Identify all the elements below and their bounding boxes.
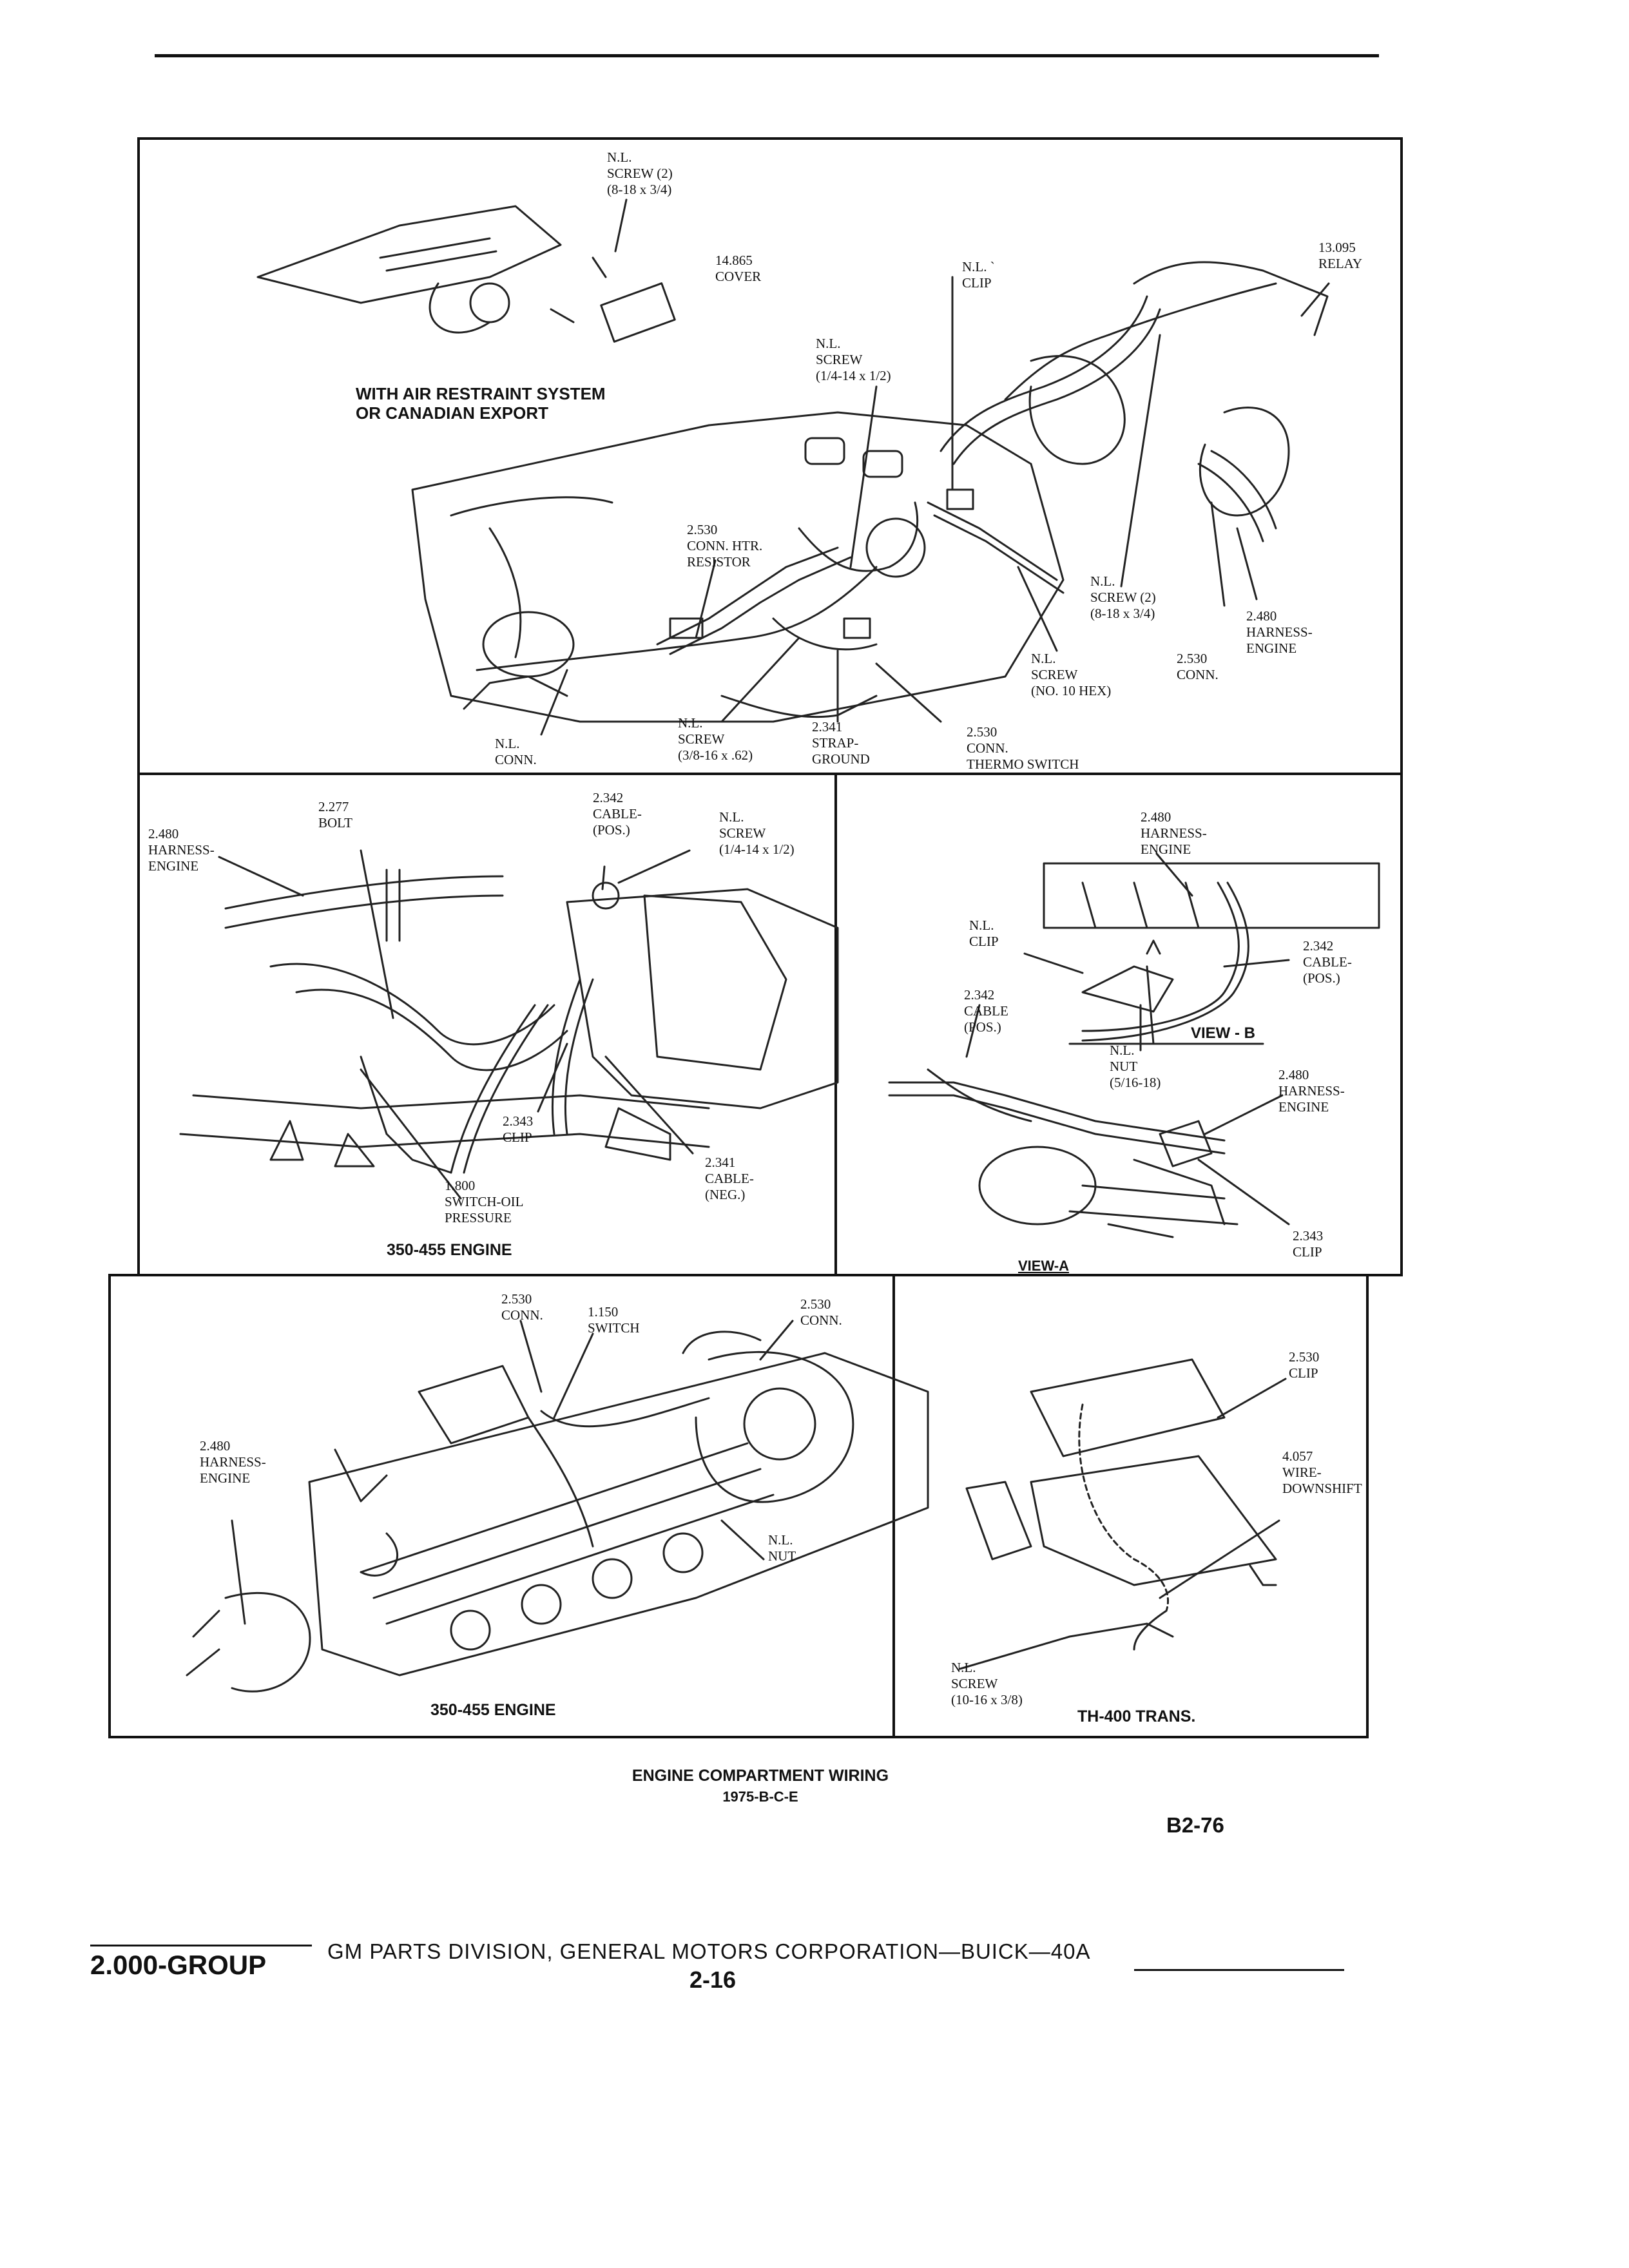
label-clip: N.L. ` CLIP	[962, 259, 995, 291]
figure-code: B2-76	[1166, 1813, 1224, 1837]
label-wire-downshift: 4.057 WIRE- DOWNSHIFT	[1282, 1448, 1362, 1496]
label-clip: 2.530 CLIP	[1289, 1349, 1320, 1381]
label-nut: N.L. NUT	[768, 1532, 796, 1564]
label-conn-htr: 2.530 CONN. HTR. RESISTOR	[687, 522, 763, 570]
label-harness-top: 2.480 HARNESS- ENGINE	[1141, 809, 1207, 857]
panel-alternator	[108, 1274, 1369, 1738]
label-view-a: VIEW-A	[1018, 1258, 1069, 1274]
label-cable-pos: 2.342 CABLE- (POS.)	[593, 790, 642, 838]
figure-subtitle: 1975-B-C-E	[722, 1789, 798, 1805]
panel-divider-views	[834, 773, 837, 1276]
label-screw: N.L. SCREW (1/4-14 x 1/2)	[719, 809, 795, 857]
label-view-b: VIEW - B	[1191, 1024, 1255, 1042]
label-conn-nl: N.L. CONN.	[495, 736, 537, 767]
label-conn-right: 2.530 CONN.	[800, 1296, 842, 1328]
figure-title: ENGINE COMPARTMENT WIRING	[631, 1767, 889, 1785]
label-harness-engine: 2.480 HARNESS- ENGINE	[200, 1438, 266, 1486]
note-air-restraint: WITH AIR RESTRAINT SYSTEM OR CANADIAN EX…	[356, 384, 606, 423]
label-cable-neg: 2.341 CABLE- (NEG.)	[705, 1155, 754, 1202]
label-harness: 2.480 HARNESS- ENGINE	[1246, 608, 1313, 656]
panel-divider-trans	[892, 1274, 895, 1738]
label-harness-right: 2.480 HARNESS- ENGINE	[1278, 1067, 1345, 1115]
footer-rule-left	[90, 1945, 312, 1946]
label-screw-top: N.L. SCREW (2) (8-18 x 3/4)	[607, 149, 673, 197]
label-screw-14: N.L. SCREW (1/4-14 x 1/2)	[816, 336, 891, 383]
footer-division: GM PARTS DIVISION, GENERAL MOTORS CORPOR…	[327, 1939, 1091, 1963]
footer-page: 2-16	[689, 1966, 737, 1993]
label-relay: 13.095 RELAY	[1318, 240, 1363, 271]
footer-rule-right	[1134, 1969, 1344, 1971]
label-nl-clip: N.L. CLIP	[969, 918, 999, 949]
label-bolt: 2.277 BOLT	[318, 799, 352, 831]
label-screw-38: N.L. SCREW (3/8-16 x .62)	[678, 715, 753, 763]
caption-engine-2: 350-455 ENGINE	[430, 1701, 556, 1719]
label-thermo-switch: 2.530 CONN. THERMO SWITCH	[967, 724, 1079, 772]
label-screw-2: N.L. SCREW (2) (8-18 x 3/4)	[1090, 573, 1156, 621]
label-switch-oil: 1.800 SWITCH-OIL PRESSURE	[445, 1178, 524, 1225]
top-rule	[155, 54, 1379, 57]
caption-engine-1: 350-455 ENGINE	[387, 1241, 512, 1259]
label-conn-left: 2.530 CONN.	[501, 1291, 543, 1323]
label-conn-right: 2.530 CONN.	[1177, 651, 1219, 682]
label-strap-ground: 2.341 STRAP- GROUND	[812, 719, 870, 767]
label-nut: N.L. NUT (5/16-18)	[1110, 1043, 1161, 1090]
label-cover: 14.865 COVER	[715, 253, 762, 284]
caption-trans: TH-400 TRANS.	[1077, 1707, 1196, 1725]
footer-group: 2.000-GROUP	[90, 1950, 267, 1980]
label-cable-left: 2.342 CABLE (POS.)	[964, 987, 1008, 1035]
label-switch: 1.150 SWITCH	[588, 1304, 640, 1336]
label-screw-hex: N.L. SCREW (NO. 10 HEX)	[1031, 651, 1112, 698]
label-clip: 2.343 CLIP	[503, 1113, 534, 1145]
label-screw: N.L. SCREW (10-16 x 3/8)	[951, 1660, 1023, 1707]
label-cable-right: 2.342 CABLE- (POS.)	[1303, 938, 1352, 986]
label-clip-bottom: 2.343 CLIP	[1293, 1228, 1324, 1260]
label-harness-engine: 2.480 HARNESS- ENGINE	[148, 826, 215, 874]
